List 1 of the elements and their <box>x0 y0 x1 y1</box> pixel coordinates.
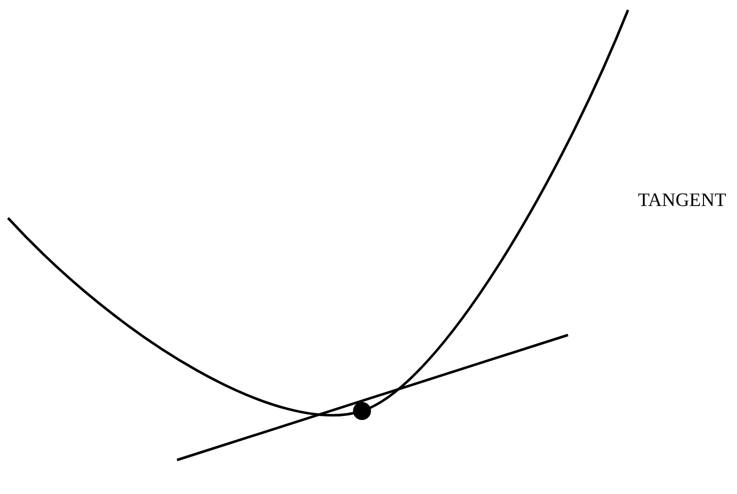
curve-label: TANGENT <box>638 190 726 212</box>
